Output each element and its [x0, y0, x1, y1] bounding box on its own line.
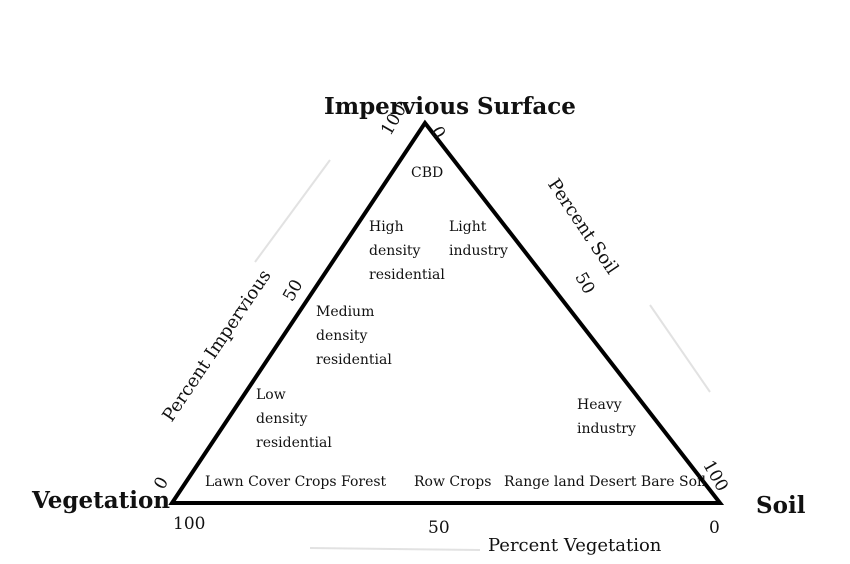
vertex-left-label: Vegetation [32, 487, 171, 514]
tick-bottom-0: 0 [709, 518, 720, 538]
vertex-top-label: Impervious Surface [324, 93, 576, 120]
left-axis-arrow [254, 159, 331, 263]
zone-lawn-cover-crops-forest: Lawn Cover Crops Forest [205, 474, 387, 490]
zone-line: residential [316, 352, 392, 368]
zone-line: Heavy [577, 397, 622, 413]
zone-line: industry [449, 243, 508, 259]
zone-line: Medium [316, 304, 375, 320]
triangle-outline [168, 119, 725, 505]
vertex-right-label: Soil [756, 492, 806, 519]
zone-line: industry [577, 421, 636, 437]
tick-bottom-100: 100 [173, 514, 206, 534]
zone-line: High [369, 219, 404, 235]
zone-heavy-industry: Heavy industry [577, 393, 636, 441]
zone-row-crops: Row Crops [414, 474, 492, 490]
zone-line: residential [256, 435, 332, 451]
zone-line: density [369, 243, 421, 259]
zone-line: density [256, 411, 308, 427]
zone-high-density-residential: High density residential [369, 215, 445, 287]
zone-range-land-desert-bare-soil: Range land Desert Bare Soil [504, 474, 706, 490]
zone-medium-density-residential: Medium density residential [316, 300, 392, 372]
zone-light-industry: Light industry [449, 215, 508, 263]
zone-line: density [316, 328, 368, 344]
zone-line: Low [256, 387, 286, 403]
zone-line: residential [369, 267, 445, 283]
zone-cbd: CBD [411, 165, 444, 181]
zone-line: Light [449, 219, 487, 235]
zone-low-density-residential: Low density residential [256, 383, 332, 455]
right-axis-arrow [649, 304, 711, 393]
bottom-axis-title: Percent Vegetation [488, 535, 662, 556]
tick-bottom-50: 50 [428, 518, 450, 538]
bottom-axis-arrow [309, 547, 481, 551]
